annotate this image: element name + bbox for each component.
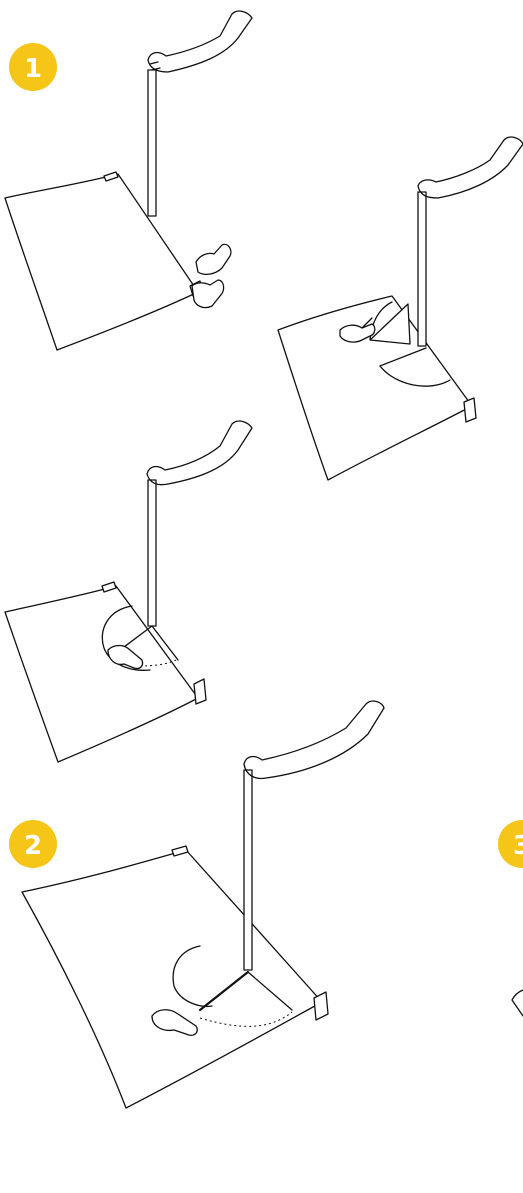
tape-piece [313,991,329,1021]
step-badge-3: 3 [498,820,523,868]
hand-holding-tool [339,323,376,343]
drawn-arc [379,365,451,387]
drawn-arc [101,605,151,671]
dotted-arc [139,659,177,667]
arm-hand [149,61,161,71]
hand-holding-tool [107,644,144,670]
arm-hand [147,10,253,73]
tape-piece [103,171,119,182]
vertical-rod [417,191,427,347]
hand-taping [191,279,225,309]
panel-3-illustration [4,420,253,763]
panel-2-illustration [277,136,523,481]
badge-circle [9,43,57,91]
arm-hand [146,420,253,486]
hand-holding-tool [151,1009,198,1036]
vertical-rod [147,479,157,627]
hand-taping [195,243,232,275]
panel-4-illustration [21,700,385,1109]
step-badge-1: 1 [9,43,57,91]
badge-circle [9,820,57,868]
paper-sheet [4,173,199,351]
paper-sheet [277,295,473,481]
drawn-line [119,625,179,661]
paper-sheet [4,585,199,763]
badge-number: 2 [24,831,42,861]
arm-hand [417,136,523,199]
arm-hand [243,700,385,780]
drawn-arc [172,945,213,1008]
badge-circle [498,820,523,868]
measured-edge [198,970,250,1012]
tape-piece [101,581,117,593]
paper-sheet-partial [511,989,523,1017]
pencil [361,317,373,329]
step-badge-2: 2 [9,820,57,868]
badge-number: 1 [24,54,42,84]
vertical-rod [147,69,157,217]
drawn-line [379,347,427,367]
vertical-rod [243,769,253,971]
badge-number: 3 [513,831,523,861]
tape-piece [193,678,207,705]
protractor [369,303,411,345]
drawn-line [247,971,293,1011]
panel-1-illustration [4,10,253,351]
paper-sheet [21,849,323,1109]
tape-piece [171,845,189,857]
tape-piece [463,397,477,423]
